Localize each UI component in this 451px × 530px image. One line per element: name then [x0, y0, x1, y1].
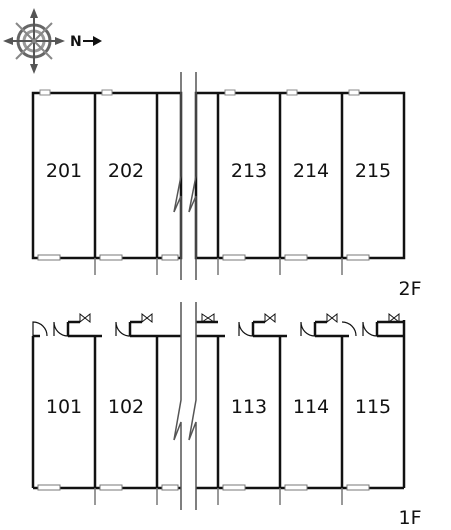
room-114-label: 114	[293, 396, 329, 418]
floor-2-plan	[31, 72, 406, 280]
room-102-label: 102	[108, 396, 144, 418]
room-101-label: 101	[46, 396, 82, 418]
floor-1-label: 1F	[398, 507, 421, 529]
room-214-label: 214	[293, 160, 329, 182]
room-201-label: 201	[46, 160, 82, 182]
compass-north-label: N	[70, 34, 82, 50]
compass-icon: N	[3, 8, 102, 74]
room-213-label: 213	[231, 160, 267, 182]
floor-1-plan	[31, 302, 406, 510]
room-115-label: 115	[355, 396, 391, 418]
room-202-label: 202	[108, 160, 144, 182]
room-113-label: 113	[231, 396, 267, 418]
room-215-label: 215	[355, 160, 391, 182]
floor-2-label: 2F	[398, 278, 421, 300]
